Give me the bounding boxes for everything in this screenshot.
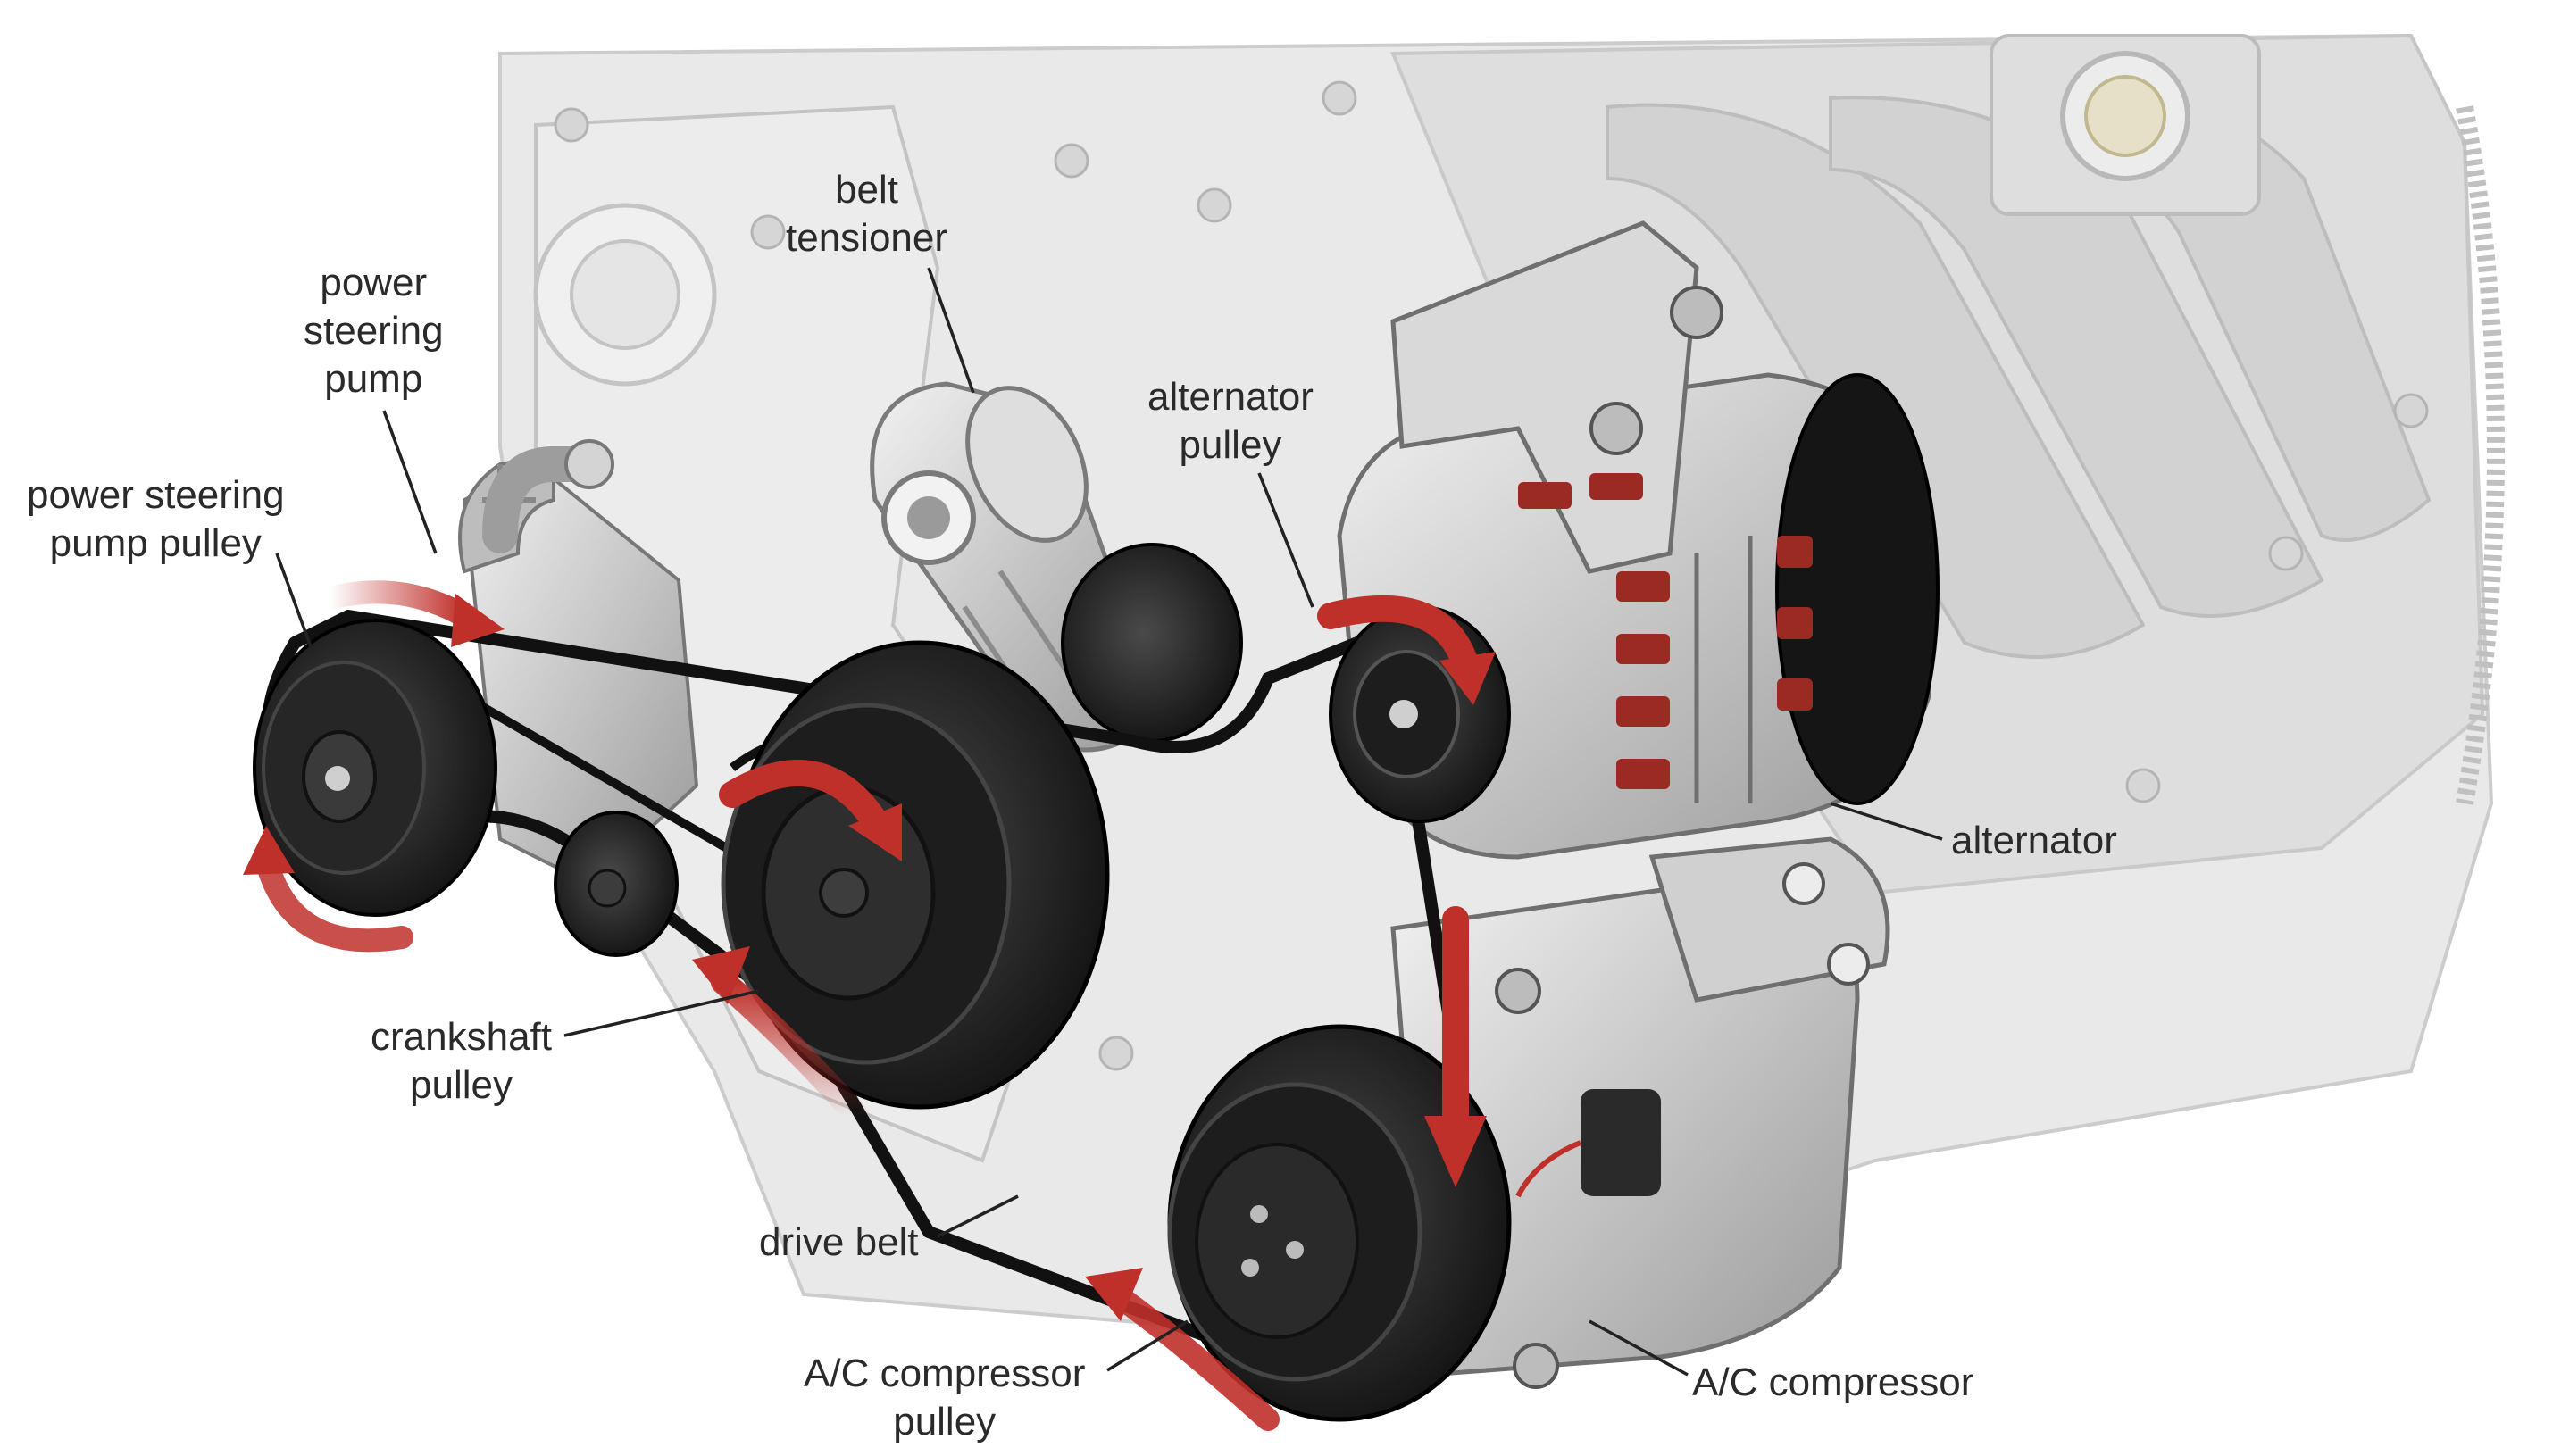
label-line: pulley (410, 1063, 513, 1107)
label-line: belt (835, 168, 898, 212)
throttle-body (1990, 34, 2261, 216)
label-line: drive belt (759, 1220, 919, 1264)
label-line: A/C compressor (804, 1352, 1086, 1395)
label-power-steering-pump: power steering pump (304, 259, 444, 404)
label-alternator: alternator (1951, 817, 2117, 865)
label-line: crankshaft (371, 1015, 552, 1059)
label-line: pump pulley (49, 521, 262, 565)
crankshaft-pulley (721, 640, 1110, 1110)
label-line: pump (324, 357, 423, 401)
label-drive-belt: drive belt (759, 1219, 919, 1267)
label-line: power steering (27, 473, 285, 517)
curved-arrow-icon (243, 580, 1496, 953)
label-line: alternator (1951, 819, 2117, 862)
label-line: pulley (1179, 423, 1282, 467)
alternator-pulley (1329, 605, 1511, 823)
label-line: tensioner (786, 216, 948, 260)
label-line: A/C compressor (1692, 1360, 1974, 1404)
label-line: pulley (893, 1400, 997, 1444)
label-ac-compressor-pulley: A/C compressor pulley (804, 1350, 1085, 1446)
label-belt-tensioner: belt tensioner (786, 166, 947, 262)
block-bolts (554, 80, 2429, 1071)
label-alternator-pulley: alternator pulley (1147, 373, 1314, 470)
leader-lines (275, 267, 1943, 1377)
alternator-coils (1518, 473, 1813, 789)
label-line: power (320, 261, 428, 304)
idler-pulley (554, 811, 679, 957)
label-power-steering-pump-pulley: power steering pump pulley (27, 471, 285, 568)
label-line: steering (304, 309, 444, 353)
label-crankshaft-pulley: crankshaft pulley (371, 1013, 552, 1110)
label-ac-compressor: A/C compressor (1692, 1359, 1973, 1407)
belt-tensioner (870, 381, 1243, 753)
label-line: alternator (1147, 375, 1314, 419)
power-steering-pump-pulley (253, 619, 497, 917)
ac-compressor-pulley (1167, 1024, 1512, 1422)
power-steering-pump (458, 439, 699, 886)
